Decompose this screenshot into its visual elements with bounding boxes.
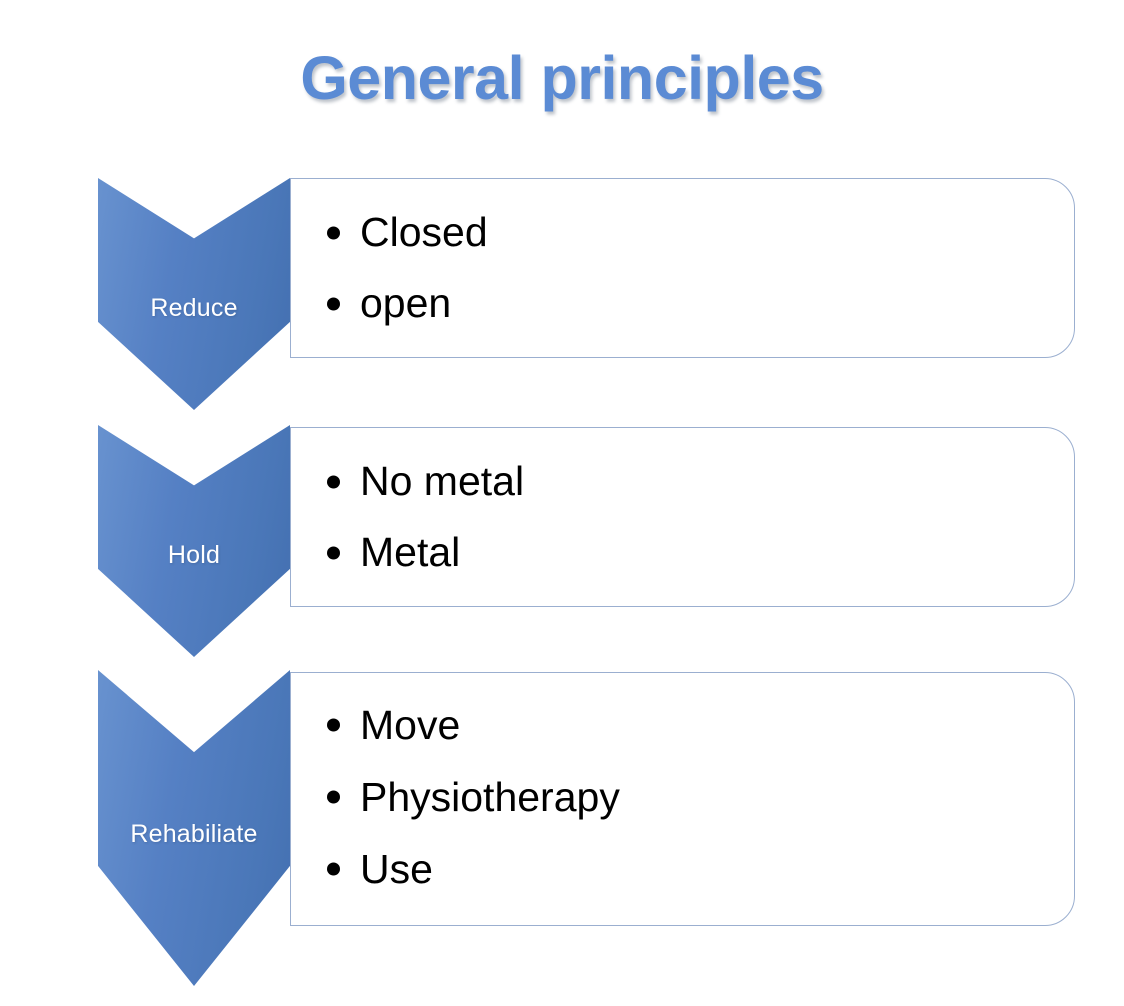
list-item-label: No metal — [360, 458, 525, 504]
list-item-label: Metal — [360, 529, 461, 575]
bullet-dot-icon — [327, 226, 340, 239]
page-title: General principles — [300, 44, 824, 112]
process-step-hold: Hold No metal Metal — [0, 425, 1124, 657]
list-item-label: open — [360, 280, 452, 326]
list-item-label: Closed — [360, 209, 488, 255]
bullet-dot-icon — [327, 862, 340, 876]
bullet-list-rehabiliate: Move Physiotherapy Use — [315, 689, 1074, 905]
chevron-label-rehabiliate: Rehabiliate — [130, 820, 258, 848]
chevron-hold[interactable]: Hold — [98, 425, 290, 657]
bullet-dot-icon — [327, 475, 340, 488]
bullet-dot-icon — [327, 297, 340, 310]
chevron-label-reduce: Reduce — [150, 294, 238, 322]
list-item-label: Use — [360, 845, 433, 892]
list-item-label: Move — [360, 701, 461, 748]
process-step-rehabiliate: Rehabiliate Move Physiotherapy Use — [0, 670, 1124, 986]
process-step-reduce: Reduce Closed open — [0, 178, 1124, 410]
list-item: Physiotherapy — [315, 761, 1074, 833]
bullet-list-hold: No metal Metal — [315, 446, 1074, 588]
chevron-rehabiliate[interactable]: Rehabiliate — [98, 670, 290, 986]
list-item: Use — [315, 833, 1074, 905]
chevron-reduce[interactable]: Reduce — [98, 178, 290, 410]
bullet-dot-icon — [327, 718, 340, 732]
bullet-dot-icon — [327, 790, 340, 804]
list-item: Metal — [315, 517, 1074, 588]
list-item: No metal — [315, 446, 1074, 517]
list-item: Move — [315, 689, 1074, 761]
bullet-list-reduce: Closed open — [315, 197, 1074, 339]
list-item: Closed — [315, 197, 1074, 268]
content-card-rehabiliate: Move Physiotherapy Use — [290, 672, 1075, 926]
list-item-label: Physiotherapy — [360, 773, 620, 820]
bullet-dot-icon — [327, 546, 340, 559]
content-card-hold: No metal Metal — [290, 427, 1075, 607]
chevron-label-hold: Hold — [167, 541, 221, 569]
content-card-reduce: Closed open — [290, 178, 1075, 358]
list-item: open — [315, 268, 1074, 339]
